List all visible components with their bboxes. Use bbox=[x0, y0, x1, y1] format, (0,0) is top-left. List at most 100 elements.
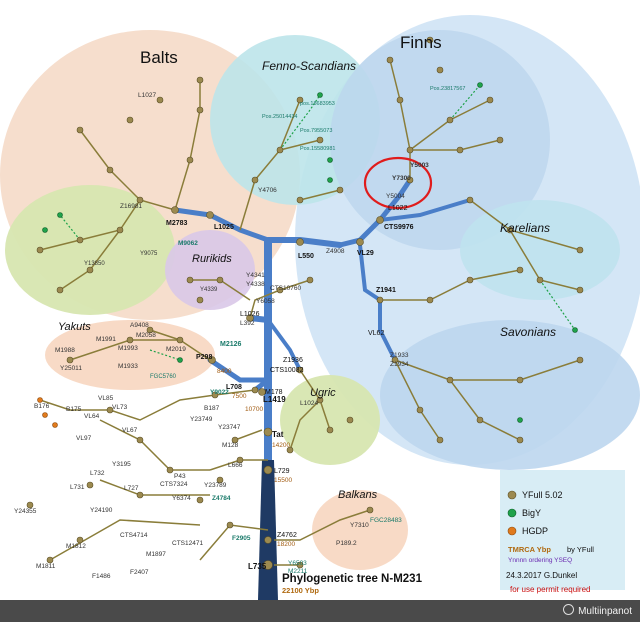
label-y7300: Y7300 bbox=[392, 175, 411, 182]
legend-yseq-label: Ynnnn ordering YSEQ bbox=[508, 557, 572, 564]
label-l729-age: 15500 bbox=[274, 477, 292, 484]
node-y3195 bbox=[136, 436, 144, 444]
diagram-root-age: 22100 Ybp bbox=[282, 586, 319, 595]
branch-to-cts9976 bbox=[378, 198, 472, 222]
bigy-node-8 bbox=[42, 227, 48, 233]
branch-balts-4 bbox=[174, 80, 201, 211]
region-balkans-bg bbox=[312, 490, 408, 570]
label-z4762-age: 18200 bbox=[277, 541, 295, 548]
node-balts-6 bbox=[36, 246, 44, 254]
label-vl73: VL73 bbox=[112, 404, 128, 411]
node-balts-3 bbox=[76, 126, 84, 134]
branch-p43 bbox=[99, 419, 210, 471]
region-savonians-bg bbox=[380, 320, 640, 470]
node-savonians-6 bbox=[416, 406, 424, 414]
label-y6058: Y6058 bbox=[256, 298, 275, 305]
hgdp-node-2 bbox=[42, 412, 48, 418]
brand-icon bbox=[563, 604, 575, 615]
label-cts10082: CTS10082 bbox=[270, 367, 304, 374]
label-y4341: Y4341 bbox=[246, 272, 265, 279]
label-l1026: L1026 bbox=[240, 311, 260, 318]
node-tat bbox=[263, 427, 273, 437]
label-z4762: Z4762 bbox=[277, 532, 297, 539]
label-savonians: Savonians bbox=[500, 325, 556, 339]
label-cts7324: CTS7324 bbox=[160, 481, 188, 488]
footer-bar: Multiinpanot bbox=[0, 600, 640, 622]
label-vl67: VL67 bbox=[122, 427, 138, 434]
label-y7310: Y7310 bbox=[350, 522, 369, 529]
node-z1936 bbox=[296, 366, 304, 374]
bigy-node-3 bbox=[572, 327, 578, 333]
legend: YFull 5.02 BigY HGDP TMRCA Ybp by YFull … bbox=[508, 490, 594, 564]
label-cts4714: CTS4714 bbox=[120, 532, 148, 539]
node-m1812 bbox=[76, 536, 84, 544]
node-fenno-1 bbox=[276, 146, 284, 154]
node-z1941-3 bbox=[516, 266, 524, 274]
label-l731: L731 bbox=[70, 484, 85, 491]
node-finns-8 bbox=[426, 36, 434, 44]
label-balkans: Balkans bbox=[338, 489, 378, 501]
label-l708-age: 7500 bbox=[232, 393, 247, 400]
node-balts-2 bbox=[106, 166, 114, 174]
node-l1025 bbox=[206, 211, 214, 219]
label-l732: L732 bbox=[90, 470, 105, 477]
label-m1933: M1933 bbox=[118, 363, 138, 370]
label-fgc5760: FGC5760 bbox=[150, 374, 177, 380]
label-ugric: Ugric bbox=[310, 387, 336, 399]
label-l1027: L1027 bbox=[138, 92, 156, 99]
node-balts-13 bbox=[126, 116, 134, 124]
branch-l1026-up bbox=[249, 279, 311, 319]
node-karelians-3 bbox=[536, 276, 544, 284]
footer-brand[interactable]: Multiinpanot bbox=[563, 604, 632, 617]
label-fenno: Fenno-Scandians bbox=[262, 59, 356, 73]
label-m1991: M1991 bbox=[96, 336, 116, 343]
legend-hgdp-label: HGDP bbox=[522, 526, 548, 536]
yfull-nodes bbox=[26, 36, 584, 570]
node-fenno-4 bbox=[336, 186, 344, 194]
branch-savonians-1 bbox=[394, 359, 581, 381]
node-vl29 bbox=[356, 238, 364, 246]
branch-fenno-3 bbox=[299, 189, 341, 201]
label-y23749: Y23749 bbox=[190, 416, 213, 423]
label-z1934: Z1934 bbox=[390, 361, 409, 368]
node-finns-6 bbox=[496, 136, 504, 144]
label-b176: B176 bbox=[34, 403, 50, 410]
node-balts-7 bbox=[86, 266, 94, 274]
node-l729 bbox=[263, 465, 273, 475]
node-z1941-1 bbox=[426, 296, 434, 304]
label-m128: M128 bbox=[222, 442, 239, 449]
node-z1941 bbox=[376, 296, 384, 304]
node-y6374 bbox=[196, 496, 204, 504]
node-savonians-2 bbox=[516, 376, 524, 384]
label-tat-age: 14200 bbox=[272, 442, 290, 449]
label-y4339: Y4339 bbox=[200, 287, 218, 293]
bigy-branch-fenno bbox=[279, 94, 321, 151]
node-l1026-up-1 bbox=[276, 286, 284, 294]
label-z1933: Z1933 bbox=[390, 352, 409, 359]
label-f1486: F1486 bbox=[92, 573, 111, 580]
label-f2905: F2905 bbox=[232, 535, 251, 542]
bigy-node-1 bbox=[317, 92, 323, 98]
label-y6503: Y6503 bbox=[288, 560, 307, 567]
branch-z4762 bbox=[274, 509, 371, 541]
branch-m1811 bbox=[49, 519, 201, 561]
label-b187: B187 bbox=[204, 405, 220, 412]
label-l735: L735 bbox=[248, 562, 267, 571]
hgdp-nodes bbox=[37, 397, 517, 536]
branch-b187 bbox=[109, 389, 256, 421]
node-balts-9 bbox=[186, 156, 194, 164]
branch-yakuts bbox=[69, 339, 211, 361]
node-l735 bbox=[263, 560, 273, 570]
node-l731 bbox=[86, 481, 94, 489]
hgdp-node-1 bbox=[37, 397, 43, 403]
node-m2783 bbox=[171, 206, 179, 214]
node-cts9976 bbox=[376, 216, 384, 224]
node-finns-4 bbox=[486, 96, 494, 104]
label-l729: L729 bbox=[274, 468, 290, 475]
label-vl62: VL62 bbox=[368, 330, 384, 337]
node-ugric-1 bbox=[316, 396, 324, 404]
label-l392: L392 bbox=[240, 320, 255, 327]
node-savonians-3 bbox=[576, 356, 584, 364]
label-tat: Tat bbox=[272, 430, 284, 439]
node-savonians-7 bbox=[436, 436, 444, 444]
